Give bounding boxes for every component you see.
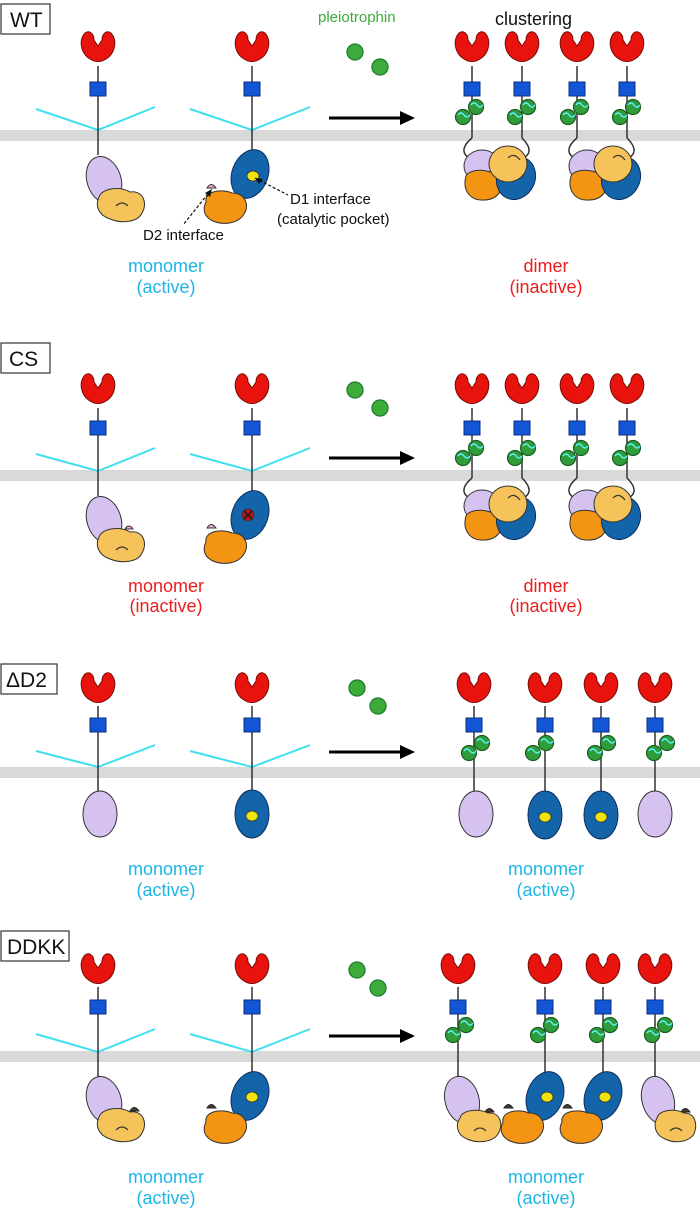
receptor-monomer <box>35 953 156 1143</box>
d2-interface-label: D2 interface <box>143 227 224 244</box>
right-state-name: dimer <box>523 256 568 276</box>
receptor-cluster <box>456 672 676 840</box>
left-state-activity: (active) <box>136 880 195 900</box>
receptor-monomer <box>35 672 156 838</box>
panel-tag: ΔD2 <box>6 669 47 692</box>
left-state-name: monomer <box>128 859 204 879</box>
membrane <box>0 470 700 481</box>
panel-ddkk: DDKK monomer (active) <box>0 930 700 1208</box>
right-state-name: monomer <box>508 859 584 879</box>
panel-wt: WT pleiotrophin clustering <box>0 3 700 297</box>
receptor-dimer <box>559 373 645 541</box>
catalytic-pocket-label: (catalytic pocket) <box>277 211 390 228</box>
membrane <box>0 1051 700 1062</box>
receptor-monomer <box>189 373 311 564</box>
panel-cs: CS monomer (inactive) <box>0 342 700 616</box>
right-state-activity: (active) <box>516 1188 575 1208</box>
right-state-name: dimer <box>523 576 568 596</box>
panel-tag: DDKK <box>7 936 65 959</box>
receptor-monomer <box>189 953 311 1144</box>
receptor-monomer <box>35 373 156 563</box>
right-state-activity: (inactive) <box>509 596 582 616</box>
right-state-name: monomer <box>508 1167 584 1187</box>
panel-tag-box <box>0 663 58 695</box>
receptor-dimer <box>454 31 540 201</box>
clustering-label: clustering <box>495 9 572 29</box>
panel-tag: WT <box>10 9 43 32</box>
left-state-name: monomer <box>128 576 204 596</box>
receptor-dimer <box>454 373 540 541</box>
left-state-activity: (active) <box>136 277 195 297</box>
interface-annotations: D1 interface (catalytic pocket) D2 inter… <box>143 177 390 244</box>
panel-tag-box <box>0 3 51 35</box>
receptor-monomer <box>189 672 311 839</box>
right-state-activity: (active) <box>516 880 575 900</box>
ligand-label: pleiotrophin <box>318 9 396 26</box>
right-state-activity: (inactive) <box>509 277 582 297</box>
panel-delta-d2: ΔD2 monomer (active) <box>0 663 700 900</box>
membrane <box>0 767 700 778</box>
left-state-name: monomer <box>128 256 204 276</box>
d1-interface-label: D1 interface <box>290 191 371 208</box>
receptor-cluster <box>440 953 697 1144</box>
receptor-monomer <box>189 31 311 224</box>
left-state-name: monomer <box>128 1167 204 1187</box>
membrane <box>0 130 700 141</box>
panel-tag: CS <box>9 348 38 371</box>
left-state-activity: (active) <box>136 1188 195 1208</box>
receptor-dimer <box>559 31 645 201</box>
left-state-activity: (inactive) <box>129 596 202 616</box>
receptor-monomer <box>35 31 156 223</box>
panel-tag-box <box>0 930 70 962</box>
panel-tag-box <box>0 342 51 374</box>
